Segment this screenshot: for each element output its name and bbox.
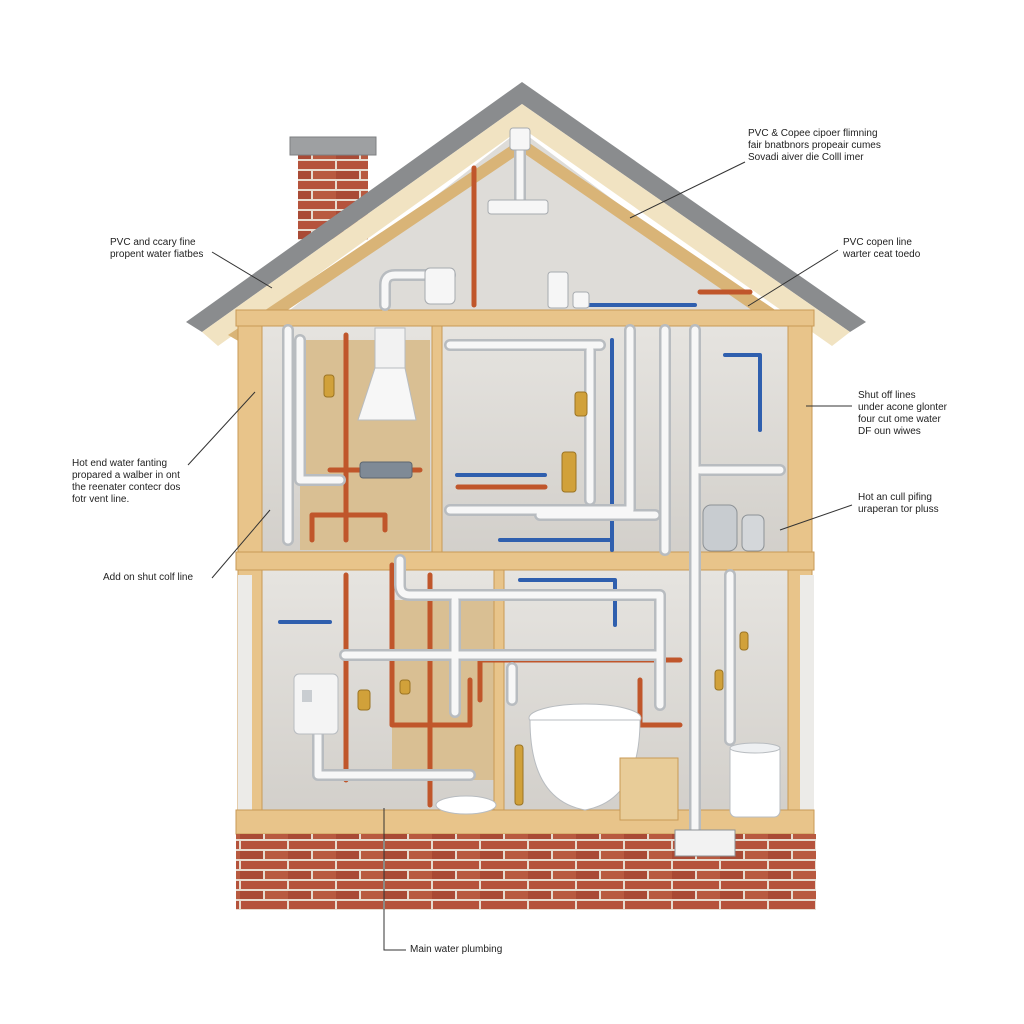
callout-left-lower: Add on shut colf line [103, 572, 194, 583]
callout-top-right: PVC & Copee cipoer flimning fair bnatbno… [748, 128, 881, 163]
callout-right-middle: Shut off lines under acone glonter four … [858, 390, 947, 437]
toilet [528, 703, 642, 811]
callout-left-upper: PVC and ccary fine propent water fiatbes [110, 237, 204, 260]
expansion-tank [702, 504, 765, 552]
callout-right-lower: Hot an cull pifing uraperan tor pluss [858, 492, 939, 515]
brass-valves [323, 374, 749, 806]
water-heater-unit [293, 673, 339, 735]
callout-right-upper: PVC copen line warter ceat toedo [843, 237, 921, 260]
range-hood [357, 327, 417, 421]
white-drum [729, 742, 781, 818]
cold-water-pipes [278, 303, 762, 627]
vent-stack-fittings [424, 127, 590, 309]
upper-left-insulation [300, 340, 430, 550]
callout-bottom: Main water plumbing [410, 944, 503, 955]
drain-outlet [674, 829, 736, 857]
callout-left-middle: Hot end water fanting propared a walber … [72, 458, 181, 505]
storage-box [619, 757, 679, 821]
manifold [359, 461, 413, 479]
attic-wall [290, 130, 760, 310]
floor-beams [235, 309, 815, 835]
callout-leaders [187, 161, 853, 951]
floor-basin [435, 795, 497, 815]
